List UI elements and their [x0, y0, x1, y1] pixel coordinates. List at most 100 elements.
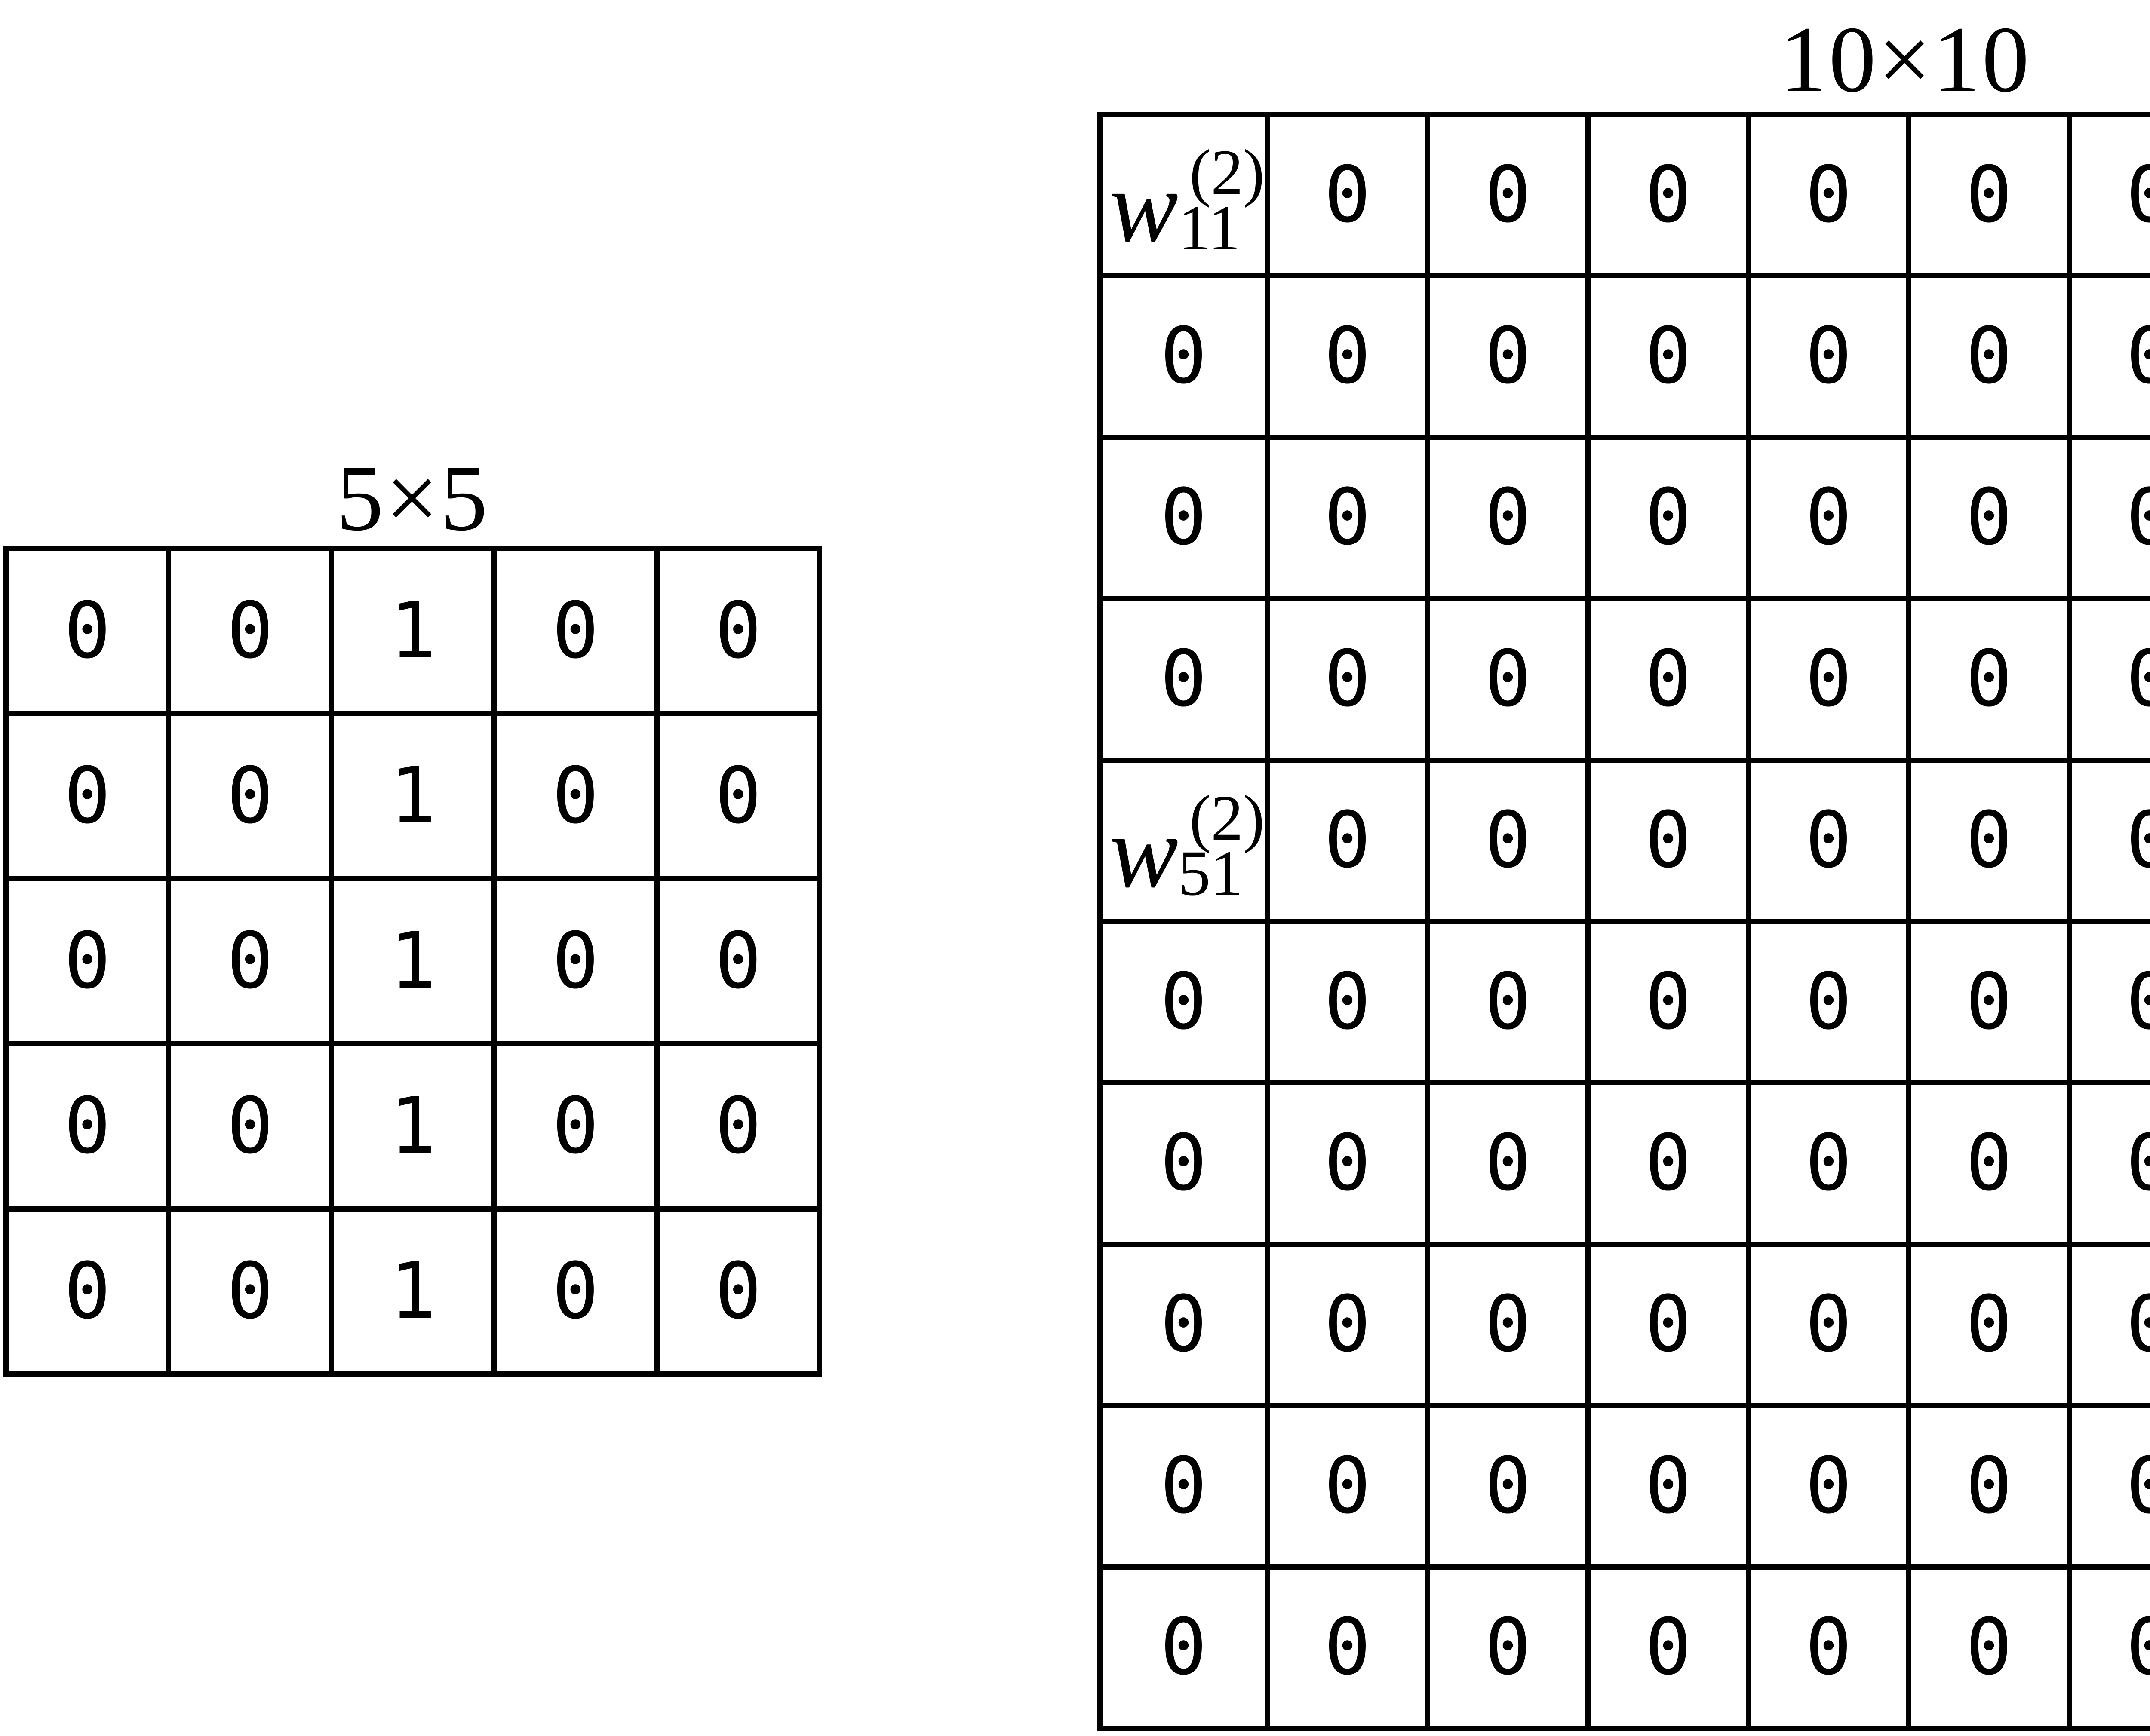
matrix-cell-r1c6: 0 [1911, 117, 2067, 273]
matrix-cell-r7c7: 0 [2071, 1085, 2150, 1242]
matrix-cell-r1c3: 1 [334, 551, 492, 711]
matrix-10x10: w(2)110000000000000000000000000000000000… [1097, 112, 2150, 1731]
matrix-cell-r10c7: 0 [2071, 1569, 2150, 1726]
layer-superscript: (2) [1189, 782, 1265, 854]
matrix-cell-r5c6: 0 [1911, 762, 2067, 919]
matrix-cell-r5c2: 0 [1269, 762, 1425, 919]
matrix-cell-r2c5: 0 [659, 716, 817, 876]
matrix-cell-r5c1: 0 [9, 1212, 166, 1371]
w-scripts: (2)51 [1178, 782, 1265, 909]
matrix-cell-r5c4: 0 [1590, 762, 1746, 919]
matrix-cell-r3c5: 0 [659, 881, 817, 1041]
matrix-cell-r9c4: 0 [1590, 1408, 1746, 1564]
matrix-cell-r10c3: 0 [1430, 1569, 1585, 1726]
layer-superscript: (2) [1189, 137, 1265, 209]
matrix-cell-r4c3: 0 [1430, 601, 1585, 758]
matrix-cell-r2c2: 0 [1269, 278, 1425, 435]
matrix-cell-r10c4: 0 [1590, 1569, 1746, 1726]
matrix-cell-r4c5: 0 [659, 1046, 817, 1206]
matrix-cell-r8c2: 0 [1269, 1246, 1425, 1403]
matrix-cell-r1c1: 0 [9, 551, 166, 711]
matrix-cell-r2c4: 0 [1590, 278, 1746, 435]
right-matrix-title: 10×10 [1779, 7, 2031, 112]
matrix-cell-r9c1: 0 [1103, 1408, 1265, 1564]
matrix-cell-r10c2: 0 [1269, 1569, 1425, 1726]
matrix-cell-r6c5: 0 [1751, 923, 1906, 1080]
matrix-cell-r6c4: 0 [1590, 923, 1746, 1080]
matrix-cell-r8c6: 0 [1911, 1246, 2067, 1403]
matrix-cell-r5c4: 0 [497, 1212, 654, 1371]
matrix-cell-r2c3: 1 [334, 716, 492, 876]
index-subscript: 51 [1178, 837, 1243, 909]
weight-label-w51: w(2)51 [1103, 762, 1265, 919]
w-symbol: w [1109, 794, 1179, 909]
matrix-cell-r5c5: 0 [1751, 762, 1906, 919]
left-matrix-title: 5×5 [336, 445, 490, 550]
matrix-cell-r1c5: 0 [659, 551, 817, 711]
matrix-cell-r6c1: 0 [1103, 923, 1265, 1080]
matrix-cell-r7c2: 0 [1269, 1085, 1425, 1242]
matrix-cell-r2c7: 0 [2071, 278, 2150, 435]
matrix-cell-r4c2: 0 [1269, 601, 1425, 758]
matrix-cell-r10c5: 0 [1751, 1569, 1906, 1726]
matrix-cell-r9c2: 0 [1269, 1408, 1425, 1564]
matrix-cell-r4c1: 0 [1103, 601, 1265, 758]
matrix-cell-r6c2: 0 [1269, 923, 1425, 1080]
matrix-cell-r4c3: 1 [334, 1046, 492, 1206]
matrix-cell-r7c1: 0 [1103, 1085, 1265, 1242]
matrix-cell-r9c3: 0 [1430, 1408, 1585, 1564]
matrix-cell-r10c6: 0 [1911, 1569, 2067, 1726]
matrix-cell-r5c3: 1 [334, 1212, 492, 1371]
matrix-cell-r7c6: 0 [1911, 1085, 2067, 1242]
matrix-cell-r1c2: 0 [1269, 117, 1425, 273]
weight-label-w11: w(2)11 [1103, 117, 1265, 273]
matrix-cell-r3c6: 0 [1911, 439, 2067, 596]
matrix-cell-r3c1: 0 [9, 881, 166, 1041]
matrix-cell-r3c4: 0 [497, 881, 654, 1041]
matrix-cell-r5c5: 0 [659, 1212, 817, 1371]
matrix-cell-r9c6: 0 [1911, 1408, 2067, 1564]
matrix-cell-r3c3: 1 [334, 881, 492, 1041]
matrix-cell-r1c3: 0 [1430, 117, 1585, 273]
matrix-cell-r4c7: 0 [2071, 601, 2150, 758]
matrix-cell-r4c6: 0 [1911, 601, 2067, 758]
matrix-cell-r4c4: 0 [497, 1046, 654, 1206]
matrix-cell-r3c5: 0 [1751, 439, 1906, 596]
matrix-cell-r9c7: 0 [2071, 1408, 2150, 1564]
matrix-cell-r10c1: 0 [1103, 1569, 1265, 1726]
matrix-cell-r9c5: 0 [1751, 1408, 1906, 1564]
matrix-cell-r2c6: 0 [1911, 278, 2067, 435]
w-scripts: (2)11 [1178, 137, 1265, 264]
index-subscript: 11 [1178, 192, 1241, 264]
matrix-cell-r7c5: 0 [1751, 1085, 1906, 1242]
matrix-cell-r5c3: 0 [1430, 762, 1585, 919]
matrix-cell-r3c3: 0 [1430, 439, 1585, 596]
matrix-cell-r1c2: 0 [171, 551, 329, 711]
matrix-cell-r4c2: 0 [171, 1046, 329, 1206]
matrix-cell-r7c4: 0 [1590, 1085, 1746, 1242]
matrix-cell-r3c2: 0 [1269, 439, 1425, 596]
matrix-cell-r6c7: 0 [2071, 923, 2150, 1080]
matrix-cell-r3c4: 0 [1590, 439, 1746, 596]
matrix-cell-r2c3: 0 [1430, 278, 1585, 435]
matrix-cell-r8c4: 0 [1590, 1246, 1746, 1403]
matrix-cell-r7c3: 0 [1430, 1085, 1585, 1242]
matrix-cell-r4c5: 0 [1751, 601, 1906, 758]
matrix-cell-r8c5: 0 [1751, 1246, 1906, 1403]
matrix-cell-r3c1: 0 [1103, 439, 1265, 596]
matrix-cell-r2c5: 0 [1751, 278, 1906, 435]
matrix-cell-r4c1: 0 [9, 1046, 166, 1206]
matrix-cell-r3c7: 0 [2071, 439, 2150, 596]
matrix-cell-r1c7: 0 [2071, 117, 2150, 273]
matrix-cell-r2c2: 0 [171, 716, 329, 876]
matrix-cell-r1c4: 0 [497, 551, 654, 711]
matrix-cell-r6c6: 0 [1911, 923, 2067, 1080]
w-symbol: w [1109, 149, 1179, 264]
matrix-cell-r2c1: 0 [1103, 278, 1265, 435]
matrix-cell-r1c5: 0 [1751, 117, 1906, 273]
matrix-cell-r5c7: 0 [2071, 762, 2150, 919]
matrix-cell-r3c2: 0 [171, 881, 329, 1041]
matrix-cell-r8c7: 0 [2071, 1246, 2150, 1403]
